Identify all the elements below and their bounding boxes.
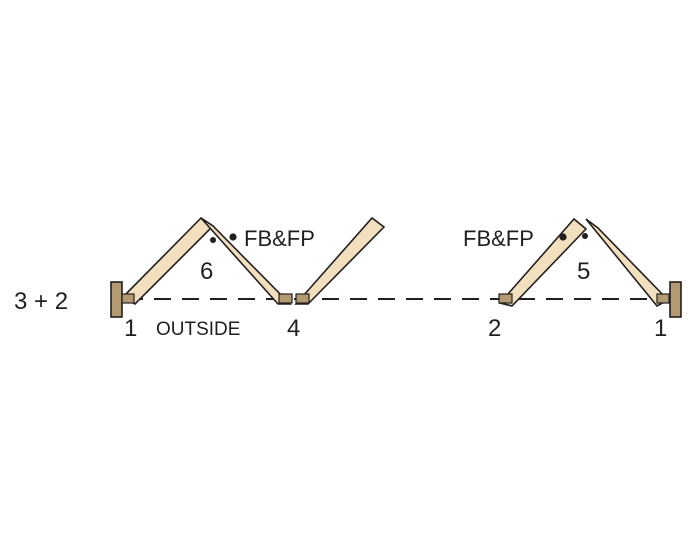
right-fb-marker xyxy=(559,233,567,241)
right-fb-label: FB&FP xyxy=(463,226,534,251)
right-stack-number: 2 xyxy=(488,315,501,342)
left-fb-label: FB&FP xyxy=(244,226,315,251)
right-panel-2 xyxy=(585,218,670,308)
left-jamb-hinge xyxy=(121,293,135,304)
left-stack-hinge-a xyxy=(278,293,293,304)
right-stack-hinge xyxy=(498,293,513,304)
right-jamb xyxy=(669,281,682,318)
config-label: 3 + 2 xyxy=(14,288,68,315)
left-panel-3 xyxy=(294,216,386,305)
outside-label: OUTSIDE xyxy=(156,319,240,340)
left-panel-number: 6 xyxy=(200,258,213,285)
right-panel-1 xyxy=(498,217,588,307)
left-stack-hinge-b xyxy=(295,293,310,304)
right-jamb-hinge xyxy=(656,293,670,304)
left-jamb-number: 1 xyxy=(124,315,137,342)
left-stack-number: 4 xyxy=(287,315,300,342)
left-jamb xyxy=(110,281,123,318)
left-pivot-dot xyxy=(210,237,216,243)
right-panel-number: 5 xyxy=(577,258,590,285)
left-fb-marker xyxy=(229,233,237,241)
right-jamb-number: 1 xyxy=(654,315,667,342)
right-pivot-dot xyxy=(582,233,588,239)
left-panel-2 xyxy=(200,217,292,305)
